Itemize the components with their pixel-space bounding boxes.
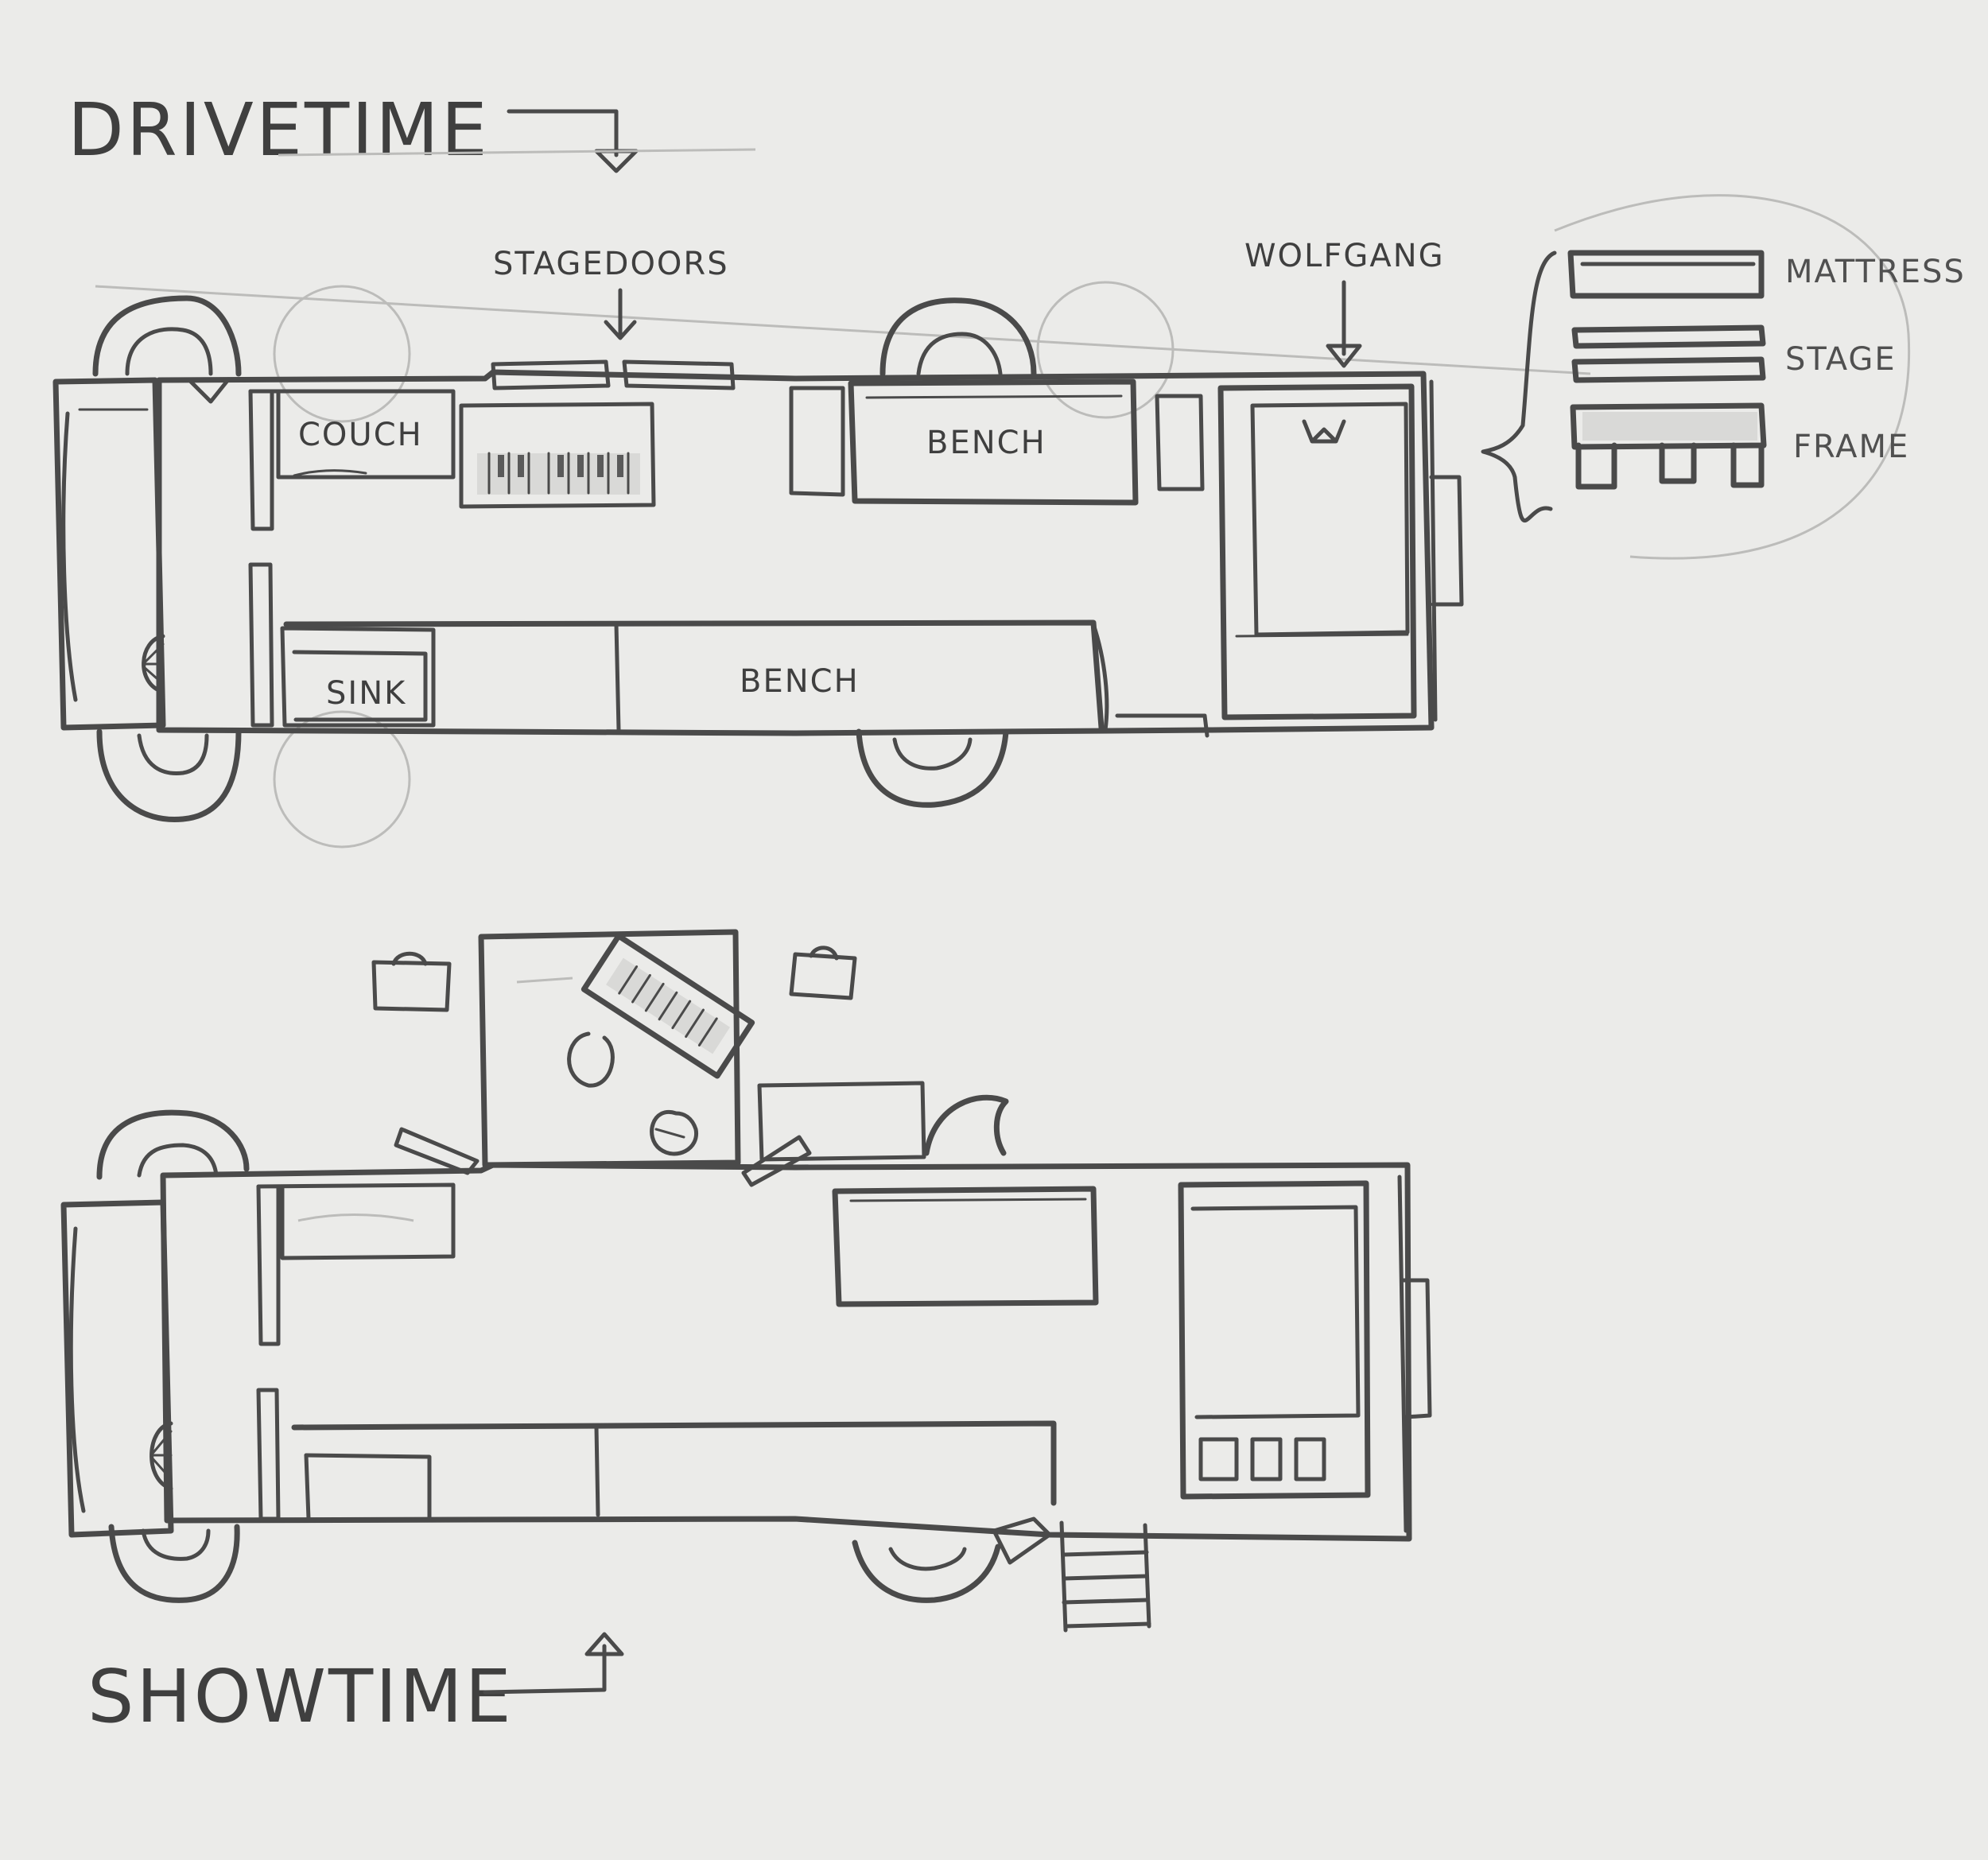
cab	[52, 377, 166, 731]
stage-doors	[491, 359, 736, 390]
divider-left-show	[256, 1388, 281, 1521]
keyboard	[459, 402, 656, 509]
bench-top-show	[832, 1186, 1099, 1307]
amp-right	[789, 946, 857, 1000]
counter-edge-show	[291, 1420, 1057, 1506]
sink-label: SINK	[326, 675, 406, 712]
cabinet-rear	[1155, 394, 1205, 491]
mattress-piece: MATTRESS	[1567, 250, 1966, 299]
cab-show	[60, 1199, 174, 1538]
rear-bed-show	[1178, 1180, 1371, 1500]
front-top-wheel-show	[96, 1109, 250, 1180]
drivetime-title: DRIVETIME	[68, 87, 490, 173]
stagedoors-arrow	[604, 288, 637, 340]
couch: COUCH	[248, 389, 456, 531]
frame-piece: FRAME	[1570, 402, 1909, 490]
frame-show	[1198, 1437, 1326, 1481]
stage-piece: STAGE	[1571, 324, 1897, 383]
rear-top-wheel-show	[923, 1094, 1009, 1156]
stage-door-right-open	[741, 1135, 812, 1187]
rear-door-show	[1401, 1278, 1432, 1419]
rear-flap-show	[992, 1516, 1052, 1565]
stage-platform	[478, 929, 741, 1168]
bench-bottom-label: BENCH	[740, 663, 860, 700]
step-rear	[1115, 713, 1209, 738]
stairs	[1059, 1520, 1151, 1633]
bench-top-label: BENCH	[926, 425, 1046, 461]
bench-bottom: BENCH	[740, 663, 860, 700]
seat-top	[789, 386, 845, 497]
stagedoors-label: STAGEDOORS	[493, 246, 729, 282]
frame-label: FRAME	[1793, 429, 1909, 465]
front-top-wheel	[92, 295, 242, 377]
amp-left	[371, 951, 452, 1012]
mattress-label: MATTRESS	[1785, 254, 1966, 290]
front-bottom-wheel	[96, 728, 242, 823]
divider-left	[248, 562, 274, 728]
couch-label: COUCH	[298, 417, 423, 453]
bed-legend: MATTRESS STAGE FRAME	[1481, 194, 1966, 560]
counter-edge	[283, 619, 1105, 731]
rear-top-wheel	[879, 297, 1037, 377]
front-bottom-wheel-show	[108, 1524, 240, 1603]
stage-door-left-open	[394, 1127, 480, 1175]
speaker-center	[757, 1081, 926, 1162]
drivetime-arrow	[278, 109, 756, 173]
showtime-van	[60, 929, 1432, 1633]
keyboard-show	[580, 933, 755, 1079]
wolfgang-label: WOLFGANG	[1244, 238, 1445, 274]
rear-bed	[1217, 383, 1417, 720]
showtime-arrow	[483, 1632, 624, 1695]
wolfgang-arrow	[1326, 280, 1362, 368]
rear-bottom-wheel	[856, 728, 1009, 808]
van-body-show	[160, 1162, 1412, 1542]
van-body	[156, 369, 1435, 736]
sink: SINK	[280, 626, 436, 728]
couch-show	[256, 1182, 456, 1346]
bench-top: BENCH	[848, 379, 1139, 506]
drivetime-van: COUCH BENCH	[52, 238, 1591, 848]
performer	[567, 1031, 698, 1156]
sink-show	[304, 1453, 432, 1521]
showtime-title: SHOWTIME	[87, 1654, 514, 1739]
rear-bottom-wheel-show	[852, 1540, 1001, 1603]
rear-door	[1429, 475, 1464, 607]
stage-label: STAGE	[1785, 341, 1897, 378]
